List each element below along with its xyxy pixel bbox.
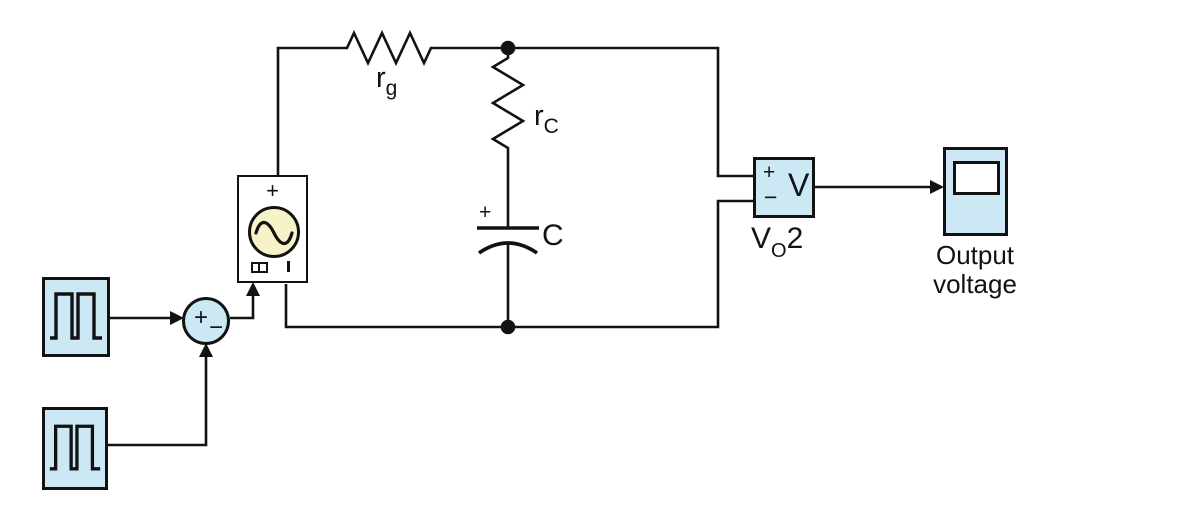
sine-wave-icon [254,220,294,246]
vo2-label-main: V [751,222,772,255]
voltage-measurement-block: + − V [753,157,815,218]
signal-input-port-icon [251,262,268,273]
junction-node [500,40,516,56]
wire-pulse2-to-sum [108,351,208,447]
scope-caption-line2: voltage [933,268,1017,299]
arrowhead [170,311,184,325]
junction-node [500,319,516,335]
scope-block [943,147,1008,236]
controlled-voltage-source-block: + [237,175,308,283]
rc-label-main: r [534,100,544,132]
sine-circle [248,206,300,258]
scope-caption: Output voltage [905,241,1045,298]
vmeter-name-label: VO2 [751,222,804,262]
vmeter-minus-terminal-label: − [764,184,778,210]
arrowhead [246,282,260,296]
rc-label-sub: C [543,115,559,138]
scope-screen-icon [953,161,1000,195]
arrowhead [199,343,213,357]
resistor-rg-label: rg [376,62,397,100]
sum-junction-block: + − [182,297,230,345]
port-icon-divider [258,264,261,271]
scope-caption-line1: Output [935,240,1015,270]
square-pulse-wave-icon [50,292,102,340]
wire-sum-to-source [230,293,255,320]
square-pulse-wave-icon [49,424,101,471]
vmeter-unit-label: V [788,167,810,203]
resistor-rc-branch [490,48,526,228]
sum-minus-sign: − [209,314,224,341]
pulse-generator-block-bottom [42,407,108,490]
wire-vmeter-minus-return [284,199,753,329]
capacitor-polarity-sign: + [479,201,492,224]
capacitor-label: C [542,219,564,252]
vmeter-plus-terminal-label: + [763,161,776,184]
pulse-generator-block-top [42,277,110,357]
rg-label-main: r [376,62,386,94]
source-plus-terminal-label: + [266,178,279,203]
resistor-rc-label: rC [534,100,559,138]
rg-label-sub: g [385,77,398,100]
sum-plus-sign: + [194,304,209,331]
vo2-label-suffix: 2 [786,222,804,255]
arrowhead [930,180,944,194]
vo2-label-sub: O [771,240,787,262]
wire-source-plus-to-vmeter-plus [276,29,753,178]
source-minus-terminal-mark [287,261,290,272]
